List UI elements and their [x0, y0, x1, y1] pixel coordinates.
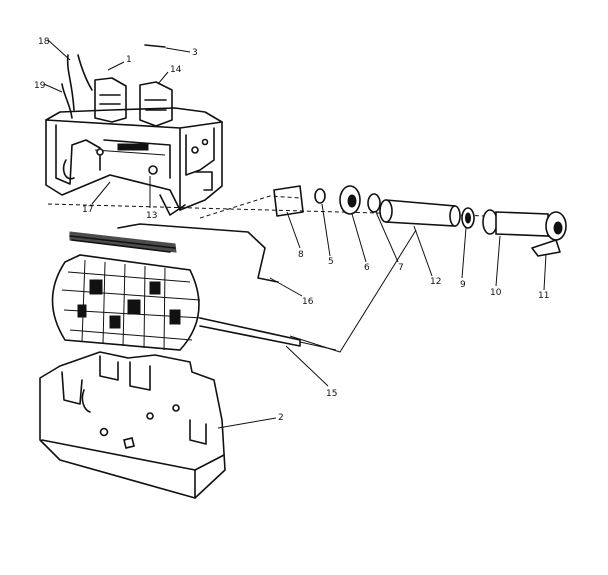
- callout-12: 12: [430, 277, 441, 287]
- callout-8: 8: [298, 250, 304, 260]
- callout-13: 13: [146, 211, 157, 221]
- callout-19: 19: [34, 81, 46, 91]
- callout-labels: 1 2 3 5 6 7 8 9 10 11 12 13 14 15 16 17 …: [34, 37, 549, 423]
- bottom-plate: [39, 351, 226, 499]
- callout-2: 2: [278, 413, 284, 423]
- exploded-axis-lines: [47, 195, 561, 219]
- contact-assembly: [43, 39, 191, 127]
- callout-7: 7: [398, 263, 404, 273]
- leader-lines: [91, 176, 547, 429]
- long-shaft-15: [199, 317, 337, 351]
- callout-17: 17: [82, 205, 93, 215]
- cylinder-grid-assembly: [51, 231, 203, 351]
- shaft-assembly: [273, 185, 567, 257]
- callout-5: 5: [328, 257, 334, 267]
- callout-15: 15: [326, 389, 337, 399]
- callout-18: 18: [38, 37, 50, 47]
- callout-14: 14: [170, 65, 182, 75]
- upper-housing: [45, 107, 223, 216]
- callout-10: 10: [490, 288, 502, 298]
- callout-9: 9: [460, 280, 466, 290]
- callout-1: 1: [126, 55, 132, 65]
- callout-16: 16: [302, 297, 314, 307]
- callout-6: 6: [364, 263, 370, 273]
- callout-11: 11: [538, 291, 549, 301]
- long-wire-16: [117, 223, 279, 283]
- callout-3: 3: [192, 48, 198, 58]
